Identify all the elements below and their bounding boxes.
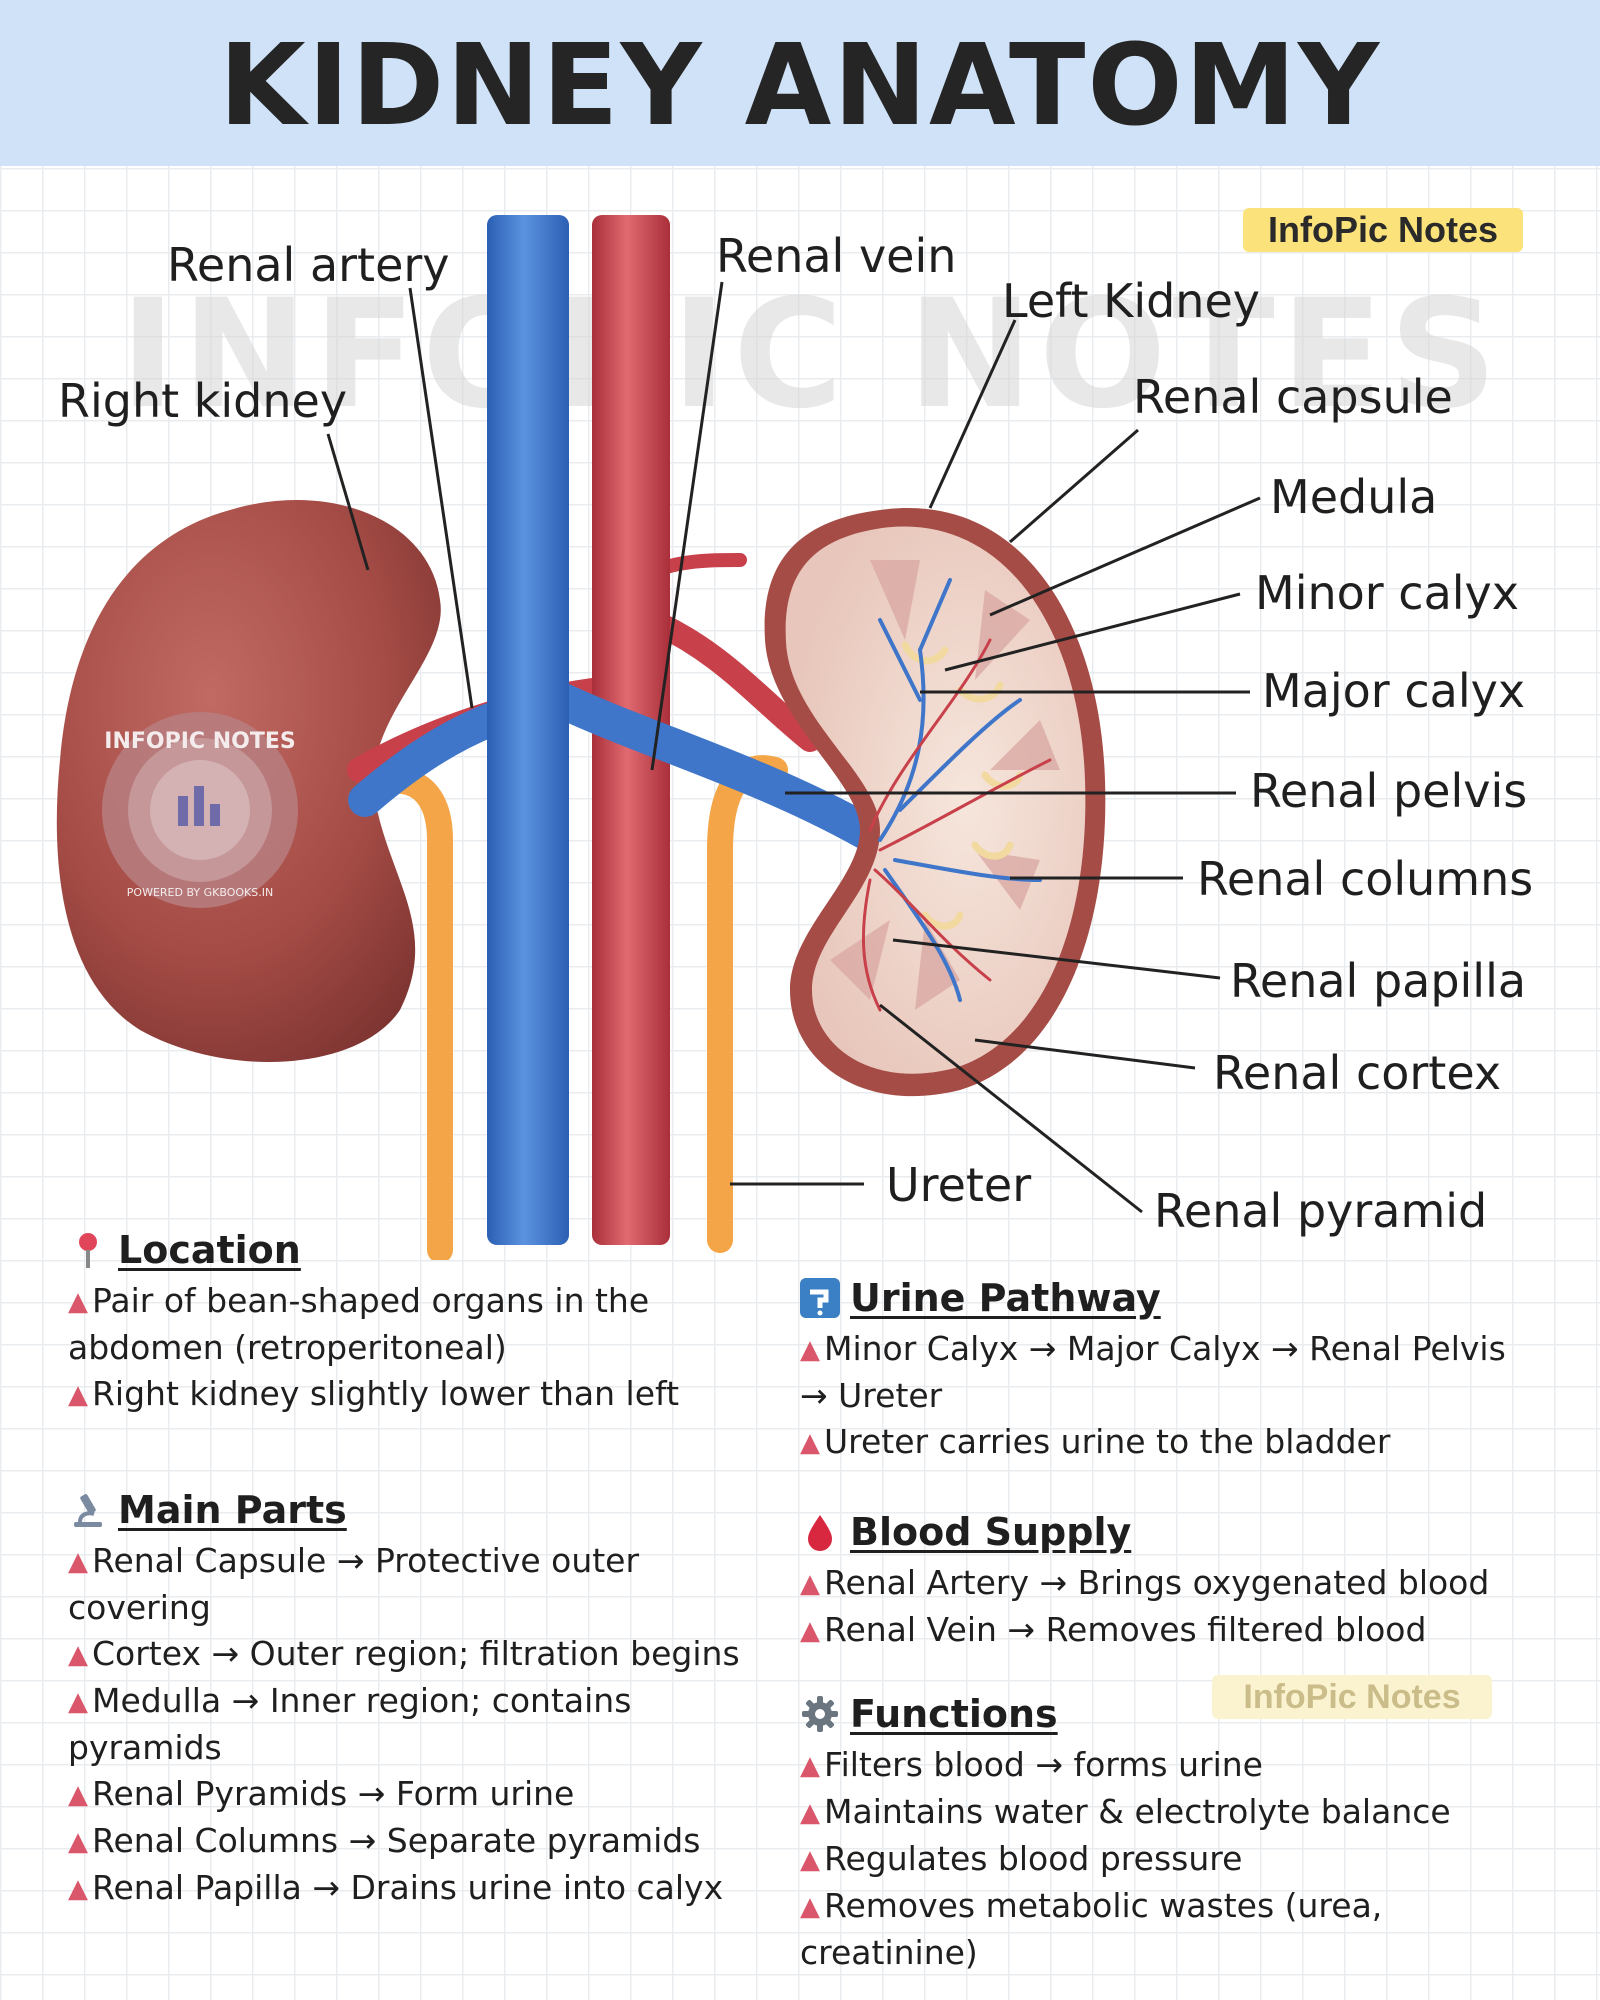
list-item: ▲Renal Pyramids → Form urine <box>68 1774 575 1813</box>
section-blood-supply: Blood Supply ▲Renal Artery → Brings oxyg… <box>800 1510 1540 1654</box>
list-item: ▲Renal Columns → Separate pyramids <box>68 1821 701 1860</box>
list-item: ▲Regulates blood pressure <box>800 1839 1243 1878</box>
renal-vein-right-branch <box>348 703 507 817</box>
section-location: Location ▲Pair of bean-shaped organs in … <box>68 1228 768 1418</box>
label-renal-papilla: Renal papilla <box>1230 954 1527 1008</box>
label-renal-vein: Renal vein <box>716 229 957 283</box>
gear-icon <box>802 1696 838 1732</box>
label-major-calyx: Major calyx <box>1262 664 1526 718</box>
seal-text: INFOPIC NOTES <box>104 729 295 754</box>
list-item: ▲Renal Vein → Removes filtered blood <box>800 1610 1427 1649</box>
watermark-text: INFOPIC NOTES <box>120 268 1504 442</box>
seal-subtext: POWERED BY GKBOOKS.IN <box>127 886 273 899</box>
infopic-seal-logo: INFOPIC NOTES POWERED BY GKBOOKS.IN <box>102 712 298 908</box>
label-right-kidney: Right kidney <box>58 374 348 428</box>
faucet-icon <box>800 1278 840 1318</box>
label-renal-columns: Renal columns <box>1197 852 1534 906</box>
renal-vein-left-branch <box>522 672 898 858</box>
list-item: ▲Renal Capsule → Protective outer coveri… <box>68 1541 640 1627</box>
kidney-anatomy-illustration: INFOPIC NOTES POWERED BY GKBOOKS.IN <box>56 215 1261 1260</box>
section-urine-pathway: Urine Pathway ▲Minor Calyx → Major Calyx… <box>800 1276 1540 1466</box>
title-banner: KIDNEY ANATOMY <box>0 0 1600 166</box>
urine-pathway-heading: Urine Pathway <box>800 1276 1540 1320</box>
list-item: ▲Filters blood → forms urine <box>800 1745 1263 1784</box>
renal-artery-left-branch <box>638 608 822 752</box>
label-renal-capsule: Renal capsule <box>1133 370 1453 424</box>
list-item: ▲Medulla → Inner region; contains pyrami… <box>68 1681 632 1767</box>
functions-list: ▲Filters blood → forms urine ▲Maintains … <box>800 1742 1540 1976</box>
urine-pathway-list: ▲Minor Calyx → Major Calyx → Renal Pelvi… <box>800 1326 1540 1466</box>
list-item: ▲Pair of bean-shaped organs in the abdom… <box>68 1281 650 1367</box>
label-medula: Medula <box>1270 470 1438 524</box>
blood-drop-icon <box>808 1515 832 1551</box>
label-renal-cortex: Renal cortex <box>1213 1046 1502 1100</box>
label-ureter: Ureter <box>886 1158 1032 1212</box>
brand-badge-faded: InfoPic Notes <box>1212 1675 1492 1719</box>
main-parts-heading: Main Parts <box>68 1488 768 1532</box>
brand-badge: InfoPic Notes <box>1243 208 1523 252</box>
label-renal-pyramid: Renal pyramid <box>1154 1184 1488 1238</box>
section-main-parts: Main Parts ▲Renal Capsule → Protective o… <box>68 1488 768 1912</box>
label-minor-calyx: Minor calyx <box>1255 566 1520 620</box>
left-kidney-cortex <box>785 526 1086 1074</box>
main-parts-list: ▲Renal Capsule → Protective outer coveri… <box>68 1538 768 1912</box>
left-ureter <box>707 755 788 1253</box>
list-item: ▲Minor Calyx → Major Calyx → Renal Pelvi… <box>800 1329 1506 1415</box>
leader-lines <box>326 281 1261 1214</box>
calyces <box>901 641 1024 930</box>
functions-heading: Functions <box>800 1692 1540 1736</box>
blood-supply-list: ▲Renal Artery → Brings oxygenated blood … <box>800 1560 1540 1654</box>
list-item: ▲Renal Artery → Brings oxygenated blood <box>800 1563 1490 1602</box>
location-heading: Location <box>68 1228 768 1272</box>
label-renal-artery: Renal artery <box>167 238 450 292</box>
blood-supply-heading: Blood Supply <box>800 1510 1540 1554</box>
section-functions: Functions ▲Filters blood → forms urine ▲… <box>800 1692 1540 1976</box>
list-item: ▲Renal Papilla → Drains urine into calyx <box>68 1868 724 1907</box>
list-item: ▲Maintains water & electrolyte balance <box>800 1792 1451 1831</box>
list-item: ▲Ureter carries urine to the bladder <box>800 1422 1391 1461</box>
list-item: ▲Cortex → Outer region; filtration begin… <box>68 1634 740 1673</box>
list-item: ▲Right kidney slightly lower than left <box>68 1374 680 1413</box>
microscope-icon <box>74 1494 102 1527</box>
label-left-kidney: Left Kidney <box>1002 274 1260 328</box>
location-list: ▲Pair of bean-shaped organs in the abdom… <box>68 1278 768 1418</box>
label-renal-pelvis: Renal pelvis <box>1250 764 1528 818</box>
pin-icon <box>79 1233 97 1268</box>
page-title: KIDNEY ANATOMY <box>218 21 1382 151</box>
list-item: ▲Removes metabolic wastes (urea, creatin… <box>800 1886 1383 1972</box>
vena-cava <box>487 215 569 1245</box>
